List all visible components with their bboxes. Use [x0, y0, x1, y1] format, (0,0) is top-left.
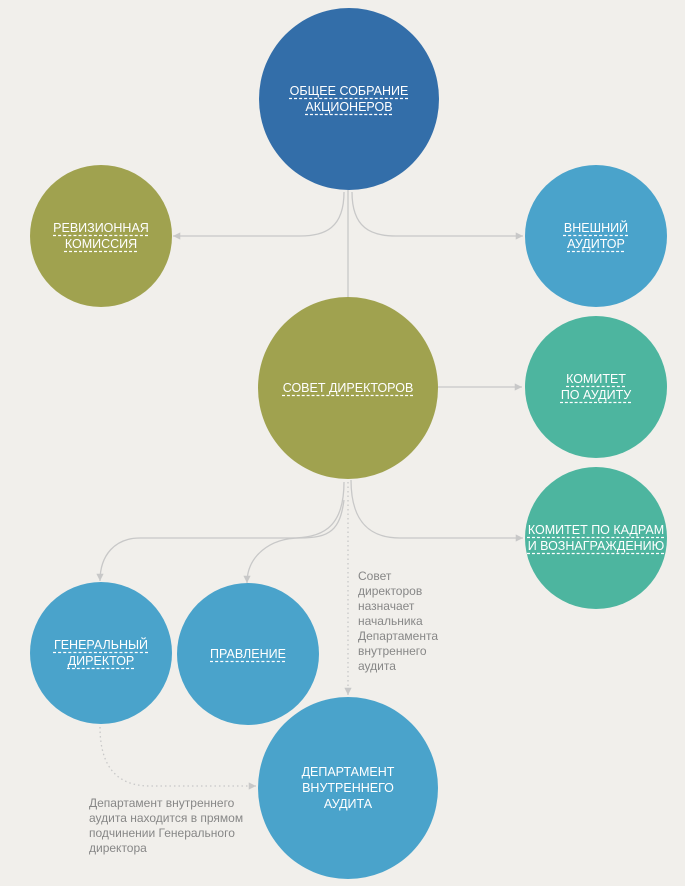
node-label-line: КОМИТЕТ ПО КАДРАМ [527, 523, 665, 537]
node-label-line: ДЕПАРТАМЕНТ [301, 765, 395, 779]
node-label-line: КОМИССИЯ [64, 237, 138, 251]
connector-board-management [243, 499, 345, 584]
node-audit-committee[interactable]: КОМИТЕТ ПО АУДИТУ [525, 316, 667, 458]
node-label-line: АУДИТОР [567, 237, 625, 251]
node-shareholders-meeting[interactable]: ОБЩЕЕ СОБРАНИЕ АКЦИОНЕРОВ [259, 8, 439, 190]
node-management-board[interactable]: ПРАВЛЕНИЕ [177, 583, 319, 725]
note-line: внутреннего [358, 644, 427, 658]
note-line: подчинении Генерального [89, 826, 235, 840]
node-label-line: ПО АУДИТУ [560, 388, 632, 402]
node-label-line: ДИРЕКТОР [67, 654, 135, 668]
note-line: начальника [358, 614, 423, 628]
node-label-line: ВНУТРЕННЕГО [302, 781, 394, 795]
node-label-line: СОВЕТ ДИРЕКТОРОВ [282, 381, 414, 395]
note-line: аудита находится в прямом [89, 811, 244, 825]
node-label-line: ГЕНЕРАЛЬНЫЙ [53, 638, 149, 652]
node-external-auditor[interactable]: ВНЕШНИЙ АУДИТОР [525, 165, 667, 307]
connector-board-hr-committee [350, 479, 523, 542]
node-hr-committee[interactable]: КОМИТЕТ ПО КАДРАМ И ВОЗНАГРАЖДЕНИЮ [525, 467, 667, 609]
note-line: аудита [358, 659, 396, 673]
node-label-line: ВНЕШНИЙ [563, 221, 629, 235]
node-label-line: РЕВИЗИОННАЯ [53, 221, 149, 235]
node-board-of-directors[interactable]: СОВЕТ ДИРЕКТОРОВ [258, 297, 438, 479]
node-label-line: И ВОЗНАГРАЖДЕНИЮ [527, 539, 665, 553]
note-line: Департамент внутреннего [89, 796, 235, 810]
note-line: Департамента [358, 629, 439, 643]
note-ceo-subordination: Департамент внутреннего аудита находится… [89, 796, 243, 856]
note-line: Совет [358, 569, 392, 583]
node-label-line: ПРАВЛЕНИЕ [210, 647, 286, 661]
node-label-line: АКЦИОНЕРОВ [305, 100, 393, 114]
note-line: директора [89, 841, 147, 855]
node-ceo[interactable]: ГЕНЕРАЛЬНЫЙ ДИРЕКТОР [30, 582, 172, 724]
node-label-line: АУДИТА [323, 797, 373, 811]
node-audit-commission[interactable]: РЕВИЗИОННАЯ КОМИССИЯ [30, 165, 172, 307]
note-line: назначает [358, 599, 415, 613]
connector-shareholders-external-auditor [351, 191, 523, 240]
note-line: директоров [358, 584, 423, 598]
connector-board-ceo [96, 481, 345, 582]
node-label-line: КОМИТЕТ [566, 372, 626, 386]
node-label-line: ОБЩЕЕ СОБРАНИЕ [289, 84, 409, 98]
note-board-appoints-head: Совет директоров назначает начальника Де… [358, 569, 438, 674]
connector-shareholders-audit-commission [173, 191, 345, 240]
connector-ceo-internal-audit [99, 726, 256, 790]
node-internal-audit-department: ДЕПАРТАМЕНТ ВНУТРЕННЕГО АУДИТА [258, 697, 438, 879]
